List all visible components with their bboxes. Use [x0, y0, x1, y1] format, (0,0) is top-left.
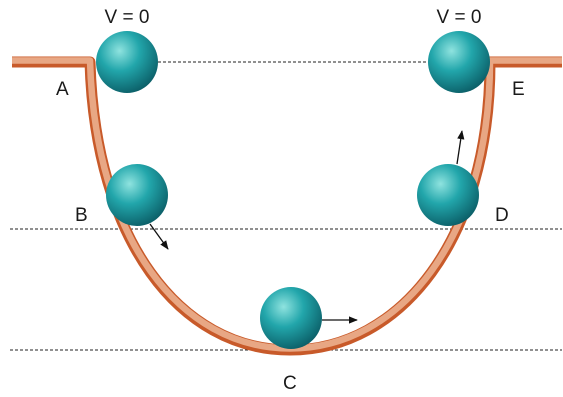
velocity-label-left: V = 0	[105, 7, 150, 28]
velocity-arrow-d	[456, 130, 465, 165]
velocity-arrow-b	[149, 223, 169, 250]
ball-at-c	[260, 287, 322, 349]
ball-at-e	[428, 31, 490, 93]
point-label-b: B	[75, 205, 88, 226]
point-label-c: C	[283, 373, 297, 394]
ball-at-a	[96, 31, 158, 93]
ball-at-d	[417, 164, 479, 226]
point-label-d: D	[495, 205, 509, 226]
point-label-e: E	[512, 79, 525, 100]
velocity-label-right: V = 0	[437, 7, 482, 28]
ball-at-b	[106, 164, 168, 226]
point-label-a: A	[56, 79, 69, 100]
